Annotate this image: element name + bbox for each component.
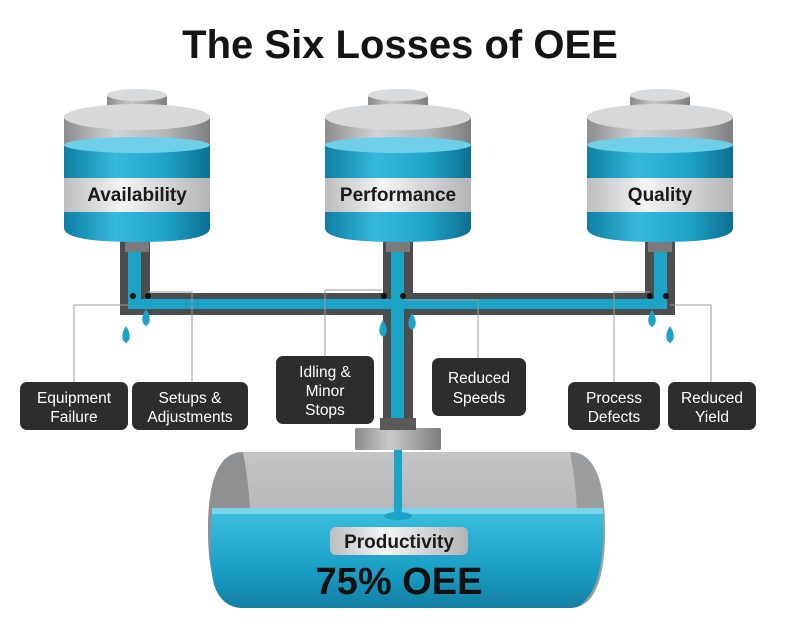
drop-icon [122,326,130,343]
loss-line: Stops [305,402,345,419]
loss-reduced-speeds: Reduced Speeds [432,358,526,416]
tank-performance: Performance [325,89,471,252]
tank-label: Availability [87,185,187,206]
loss-line: Adjustments [147,409,233,426]
pipe-network [120,238,675,438]
loss-line: Setups & [159,390,223,407]
tank-quality: Quality [587,89,733,252]
loss-line: Idling & [299,364,351,381]
loss-line: Reduced [448,370,510,387]
leak-drops [122,309,674,343]
loss-line: Process [586,390,642,407]
drop-icon [379,320,387,337]
oee-value: 75% OEE [316,561,483,603]
drop-icon [666,326,674,343]
productivity-tank: Productivity 75% OEE [208,418,605,608]
loss-line: Speeds [453,390,506,407]
loss-equipment-failure: Equipment Failure [20,382,128,430]
tank-availability: Availability [64,89,210,252]
page-title: The Six Losses of OEE [182,23,618,67]
leader-lines [73,289,712,382]
loss-idling-minor-stops: Idling & Minor Stops [276,356,374,424]
tank-label: Quality [628,185,693,206]
loss-process-defects: Process Defects [568,382,660,430]
loss-line: Yield [695,409,729,426]
productivity-label: Productivity [344,532,454,553]
drop-icon [408,313,416,330]
loss-setups-adjustments: Setups & Adjustments [132,382,248,430]
loss-line: Defects [588,409,641,426]
loss-reduced-yield: Reduced Yield [668,382,756,430]
loss-line: Minor [306,383,345,400]
loss-line: Equipment [37,390,112,407]
drop-icon [648,310,656,327]
drop-icon [142,309,150,326]
loss-line: Reduced [681,390,743,407]
tank-label: Performance [340,185,456,206]
loss-line: Failure [50,409,97,426]
